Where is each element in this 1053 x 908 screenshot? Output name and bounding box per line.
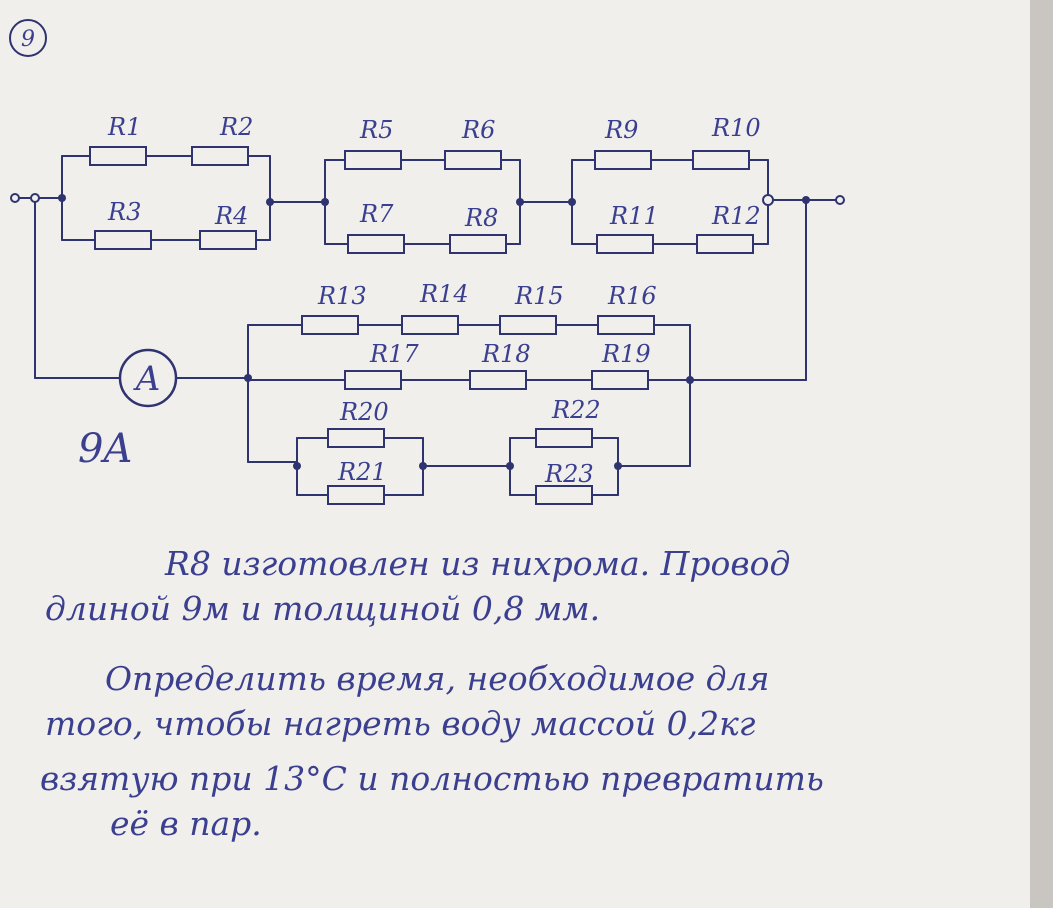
resistor-r2 <box>191 146 249 166</box>
ammeter-symbol: A <box>133 359 161 399</box>
text-line-3: Определить время, необходимое для <box>105 659 769 698</box>
label-r8: R8 <box>464 204 498 232</box>
label-r11: R11 <box>609 202 659 230</box>
text-line-2: длиной 9м и толщиной 0,8 мм. <box>45 589 600 628</box>
resistor-r7 <box>347 234 405 254</box>
text-line-6: её в пар. <box>110 804 262 843</box>
node <box>266 198 274 206</box>
label-r7: R7 <box>359 200 394 228</box>
resistor-r6 <box>444 150 502 170</box>
resistor-r3 <box>94 230 152 250</box>
node <box>762 194 774 206</box>
resistor-r5 <box>344 150 402 170</box>
terminal-left <box>30 193 40 203</box>
label-r10: R10 <box>711 114 761 142</box>
node <box>506 462 514 470</box>
resistor-r4 <box>199 230 257 250</box>
resistor-r21 <box>327 485 385 505</box>
node <box>321 198 329 206</box>
label-r20: R20 <box>339 398 389 426</box>
label-r13: R13 <box>317 282 367 310</box>
text-line-4: того, чтобы нагреть воду массой 0,2кг <box>45 704 756 743</box>
resistor-r16 <box>597 315 655 335</box>
ammeter: A 9A <box>78 348 178 472</box>
nodes <box>10 193 845 470</box>
label-r15: R15 <box>514 282 564 310</box>
label-r5: R5 <box>359 116 393 144</box>
label-r3: R3 <box>107 198 141 226</box>
text-line-1: R8 изготовлен из нихрома. Провод <box>164 544 790 583</box>
node <box>686 376 694 384</box>
label-r22: R22 <box>551 396 601 424</box>
node <box>293 462 301 470</box>
resistor-r11 <box>596 234 654 254</box>
label-r12: R12 <box>711 202 761 230</box>
problem-text: R8 изготовлен из нихрома. Провод длиной … <box>40 544 824 843</box>
resistor-r20 <box>327 428 385 448</box>
resistor-r23 <box>535 485 593 505</box>
label-r6: R6 <box>461 116 495 144</box>
label-r19: R19 <box>601 340 651 368</box>
node <box>419 462 427 470</box>
resistor-r12 <box>696 234 754 254</box>
label-r23: R23 <box>544 460 594 488</box>
label-r1: R1 <box>107 113 141 141</box>
resistor-r14 <box>401 315 459 335</box>
ammeter-circle <box>118 348 178 408</box>
resistor-r10 <box>692 150 750 170</box>
resistor-r22 <box>535 428 593 448</box>
label-r16: R16 <box>607 282 657 310</box>
text-line-5: взятую при 13°С и полностью превратить <box>40 759 824 798</box>
label-r2: R2 <box>219 113 253 141</box>
resistor-r8 <box>449 234 507 254</box>
problem-number: 9 <box>9 19 47 57</box>
resistor-labels: R1 R2 R3 R4 R5 R6 R7 R8 R9 R10 R11 R12 R… <box>107 113 761 488</box>
resistor-r15 <box>499 315 557 335</box>
terminal-left-outer <box>10 193 20 203</box>
resistor-r9 <box>594 150 652 170</box>
node <box>802 196 810 204</box>
resistors <box>89 146 754 505</box>
label-r21: R21 <box>337 458 387 486</box>
paper-sheet <box>0 0 1030 908</box>
label-r4: R4 <box>214 202 248 230</box>
label-r9: R9 <box>604 116 638 144</box>
circuit-wires <box>14 155 841 496</box>
node <box>244 374 252 382</box>
terminal-right <box>835 195 845 205</box>
resistor-r13 <box>301 315 359 335</box>
node <box>58 194 66 202</box>
node <box>614 462 622 470</box>
resistor-r17 <box>344 370 402 390</box>
ammeter-reading: 9A <box>78 426 132 472</box>
resistor-r18 <box>469 370 527 390</box>
node <box>516 198 524 206</box>
node <box>568 198 576 206</box>
label-r17: R17 <box>369 340 419 368</box>
resistor-r1 <box>89 146 147 166</box>
resistor-r19 <box>591 370 649 390</box>
label-r18: R18 <box>481 340 531 368</box>
svg-text:9: 9 <box>21 27 35 52</box>
background-edge <box>1030 0 1053 908</box>
label-r14: R14 <box>419 280 469 308</box>
